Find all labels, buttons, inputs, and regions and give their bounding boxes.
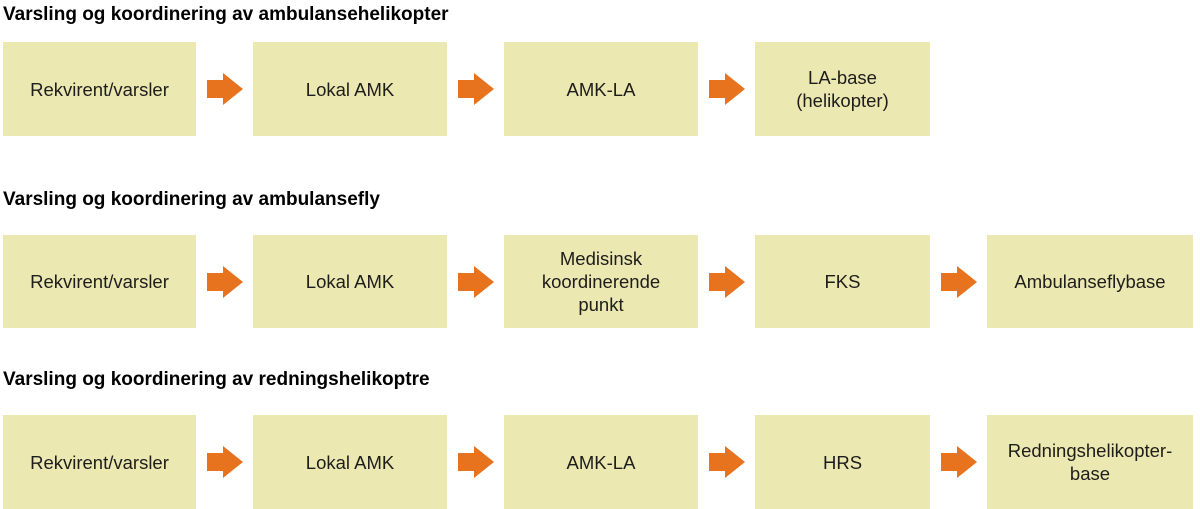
arrow-right-icon	[196, 415, 253, 509]
flow-step-box: Medisinsk koordinerende punkt	[504, 235, 698, 328]
arrow-right-icon	[698, 235, 755, 328]
arrow-right-icon	[196, 42, 253, 136]
step-label: AMK-LA	[566, 78, 636, 100]
step-label: LA-base (helikopter)	[796, 67, 889, 111]
arrow-right-icon	[447, 415, 504, 509]
step-label: HRS	[822, 451, 863, 473]
arrow-right-icon	[447, 235, 504, 328]
arrow-right-icon	[930, 235, 987, 328]
step-label: Lokal AMK	[305, 451, 395, 473]
flow-row: Rekvirent/varsler Lokal AMK Medisinsk ko…	[3, 235, 1193, 328]
flow-step-box: Lokal AMK	[253, 415, 447, 509]
arrow-right-icon	[196, 235, 253, 328]
step-label: Medisinsk koordinerende punkt	[541, 248, 661, 315]
flow-step-box: AMK-LA	[504, 42, 698, 136]
arrow-right-icon	[698, 42, 755, 136]
flow-section-redningshelikoptre: Varsling og koordinering av redningsheli…	[3, 368, 1200, 509]
step-label: Rekvirent/varsler	[30, 78, 169, 100]
arrow-right-icon	[447, 42, 504, 136]
step-label: Lokal AMK	[305, 271, 395, 292]
flow-step-box: AMK-LA	[504, 415, 698, 509]
flow-step-box: Lokal AMK	[253, 235, 447, 328]
flow-step-box: FKS	[755, 235, 930, 328]
step-label: Rekvirent/varsler	[30, 451, 169, 473]
step-label: Ambulanseflybase	[1014, 271, 1166, 292]
flow-row: Rekvirent/varsler Lokal AMK AMK-LA HRS	[3, 415, 1193, 509]
flow-step-box: Redningshelikopter- base	[987, 415, 1193, 509]
flow-row: Rekvirent/varsler Lokal AMK AMK-LA LA-ba…	[3, 42, 930, 136]
arrow-right-icon	[930, 415, 987, 509]
step-label: Redningshelikopter- base	[1007, 440, 1173, 484]
step-label: Lokal AMK	[305, 78, 395, 100]
flow-step-box: Ambulanseflybase	[987, 235, 1193, 328]
flow-step-box: HRS	[755, 415, 930, 509]
step-label: Rekvirent/varsler	[30, 271, 169, 292]
flow-step-box: Rekvirent/varsler	[3, 235, 196, 328]
flow-section-ambulansefly: Varsling og koordinering av ambulansefly…	[3, 188, 1200, 333]
flow-step-box: Rekvirent/varsler	[3, 42, 196, 136]
arrow-right-icon	[698, 415, 755, 509]
step-label: AMK-LA	[566, 451, 636, 473]
flow-section-ambulansehelikopter: Varsling og koordinering av ambulansehel…	[3, 3, 1200, 143]
flow-step-box: Lokal AMK	[253, 42, 447, 136]
section-title: Varsling og koordinering av redningsheli…	[3, 369, 430, 390]
step-label: FKS	[824, 271, 861, 292]
section-title: Varsling og koordinering av ambulansefly	[3, 189, 380, 210]
section-title: Varsling og koordinering av ambulansehel…	[3, 4, 449, 25]
flow-step-box: LA-base (helikopter)	[755, 42, 930, 136]
flow-step-box: Rekvirent/varsler	[3, 415, 196, 509]
